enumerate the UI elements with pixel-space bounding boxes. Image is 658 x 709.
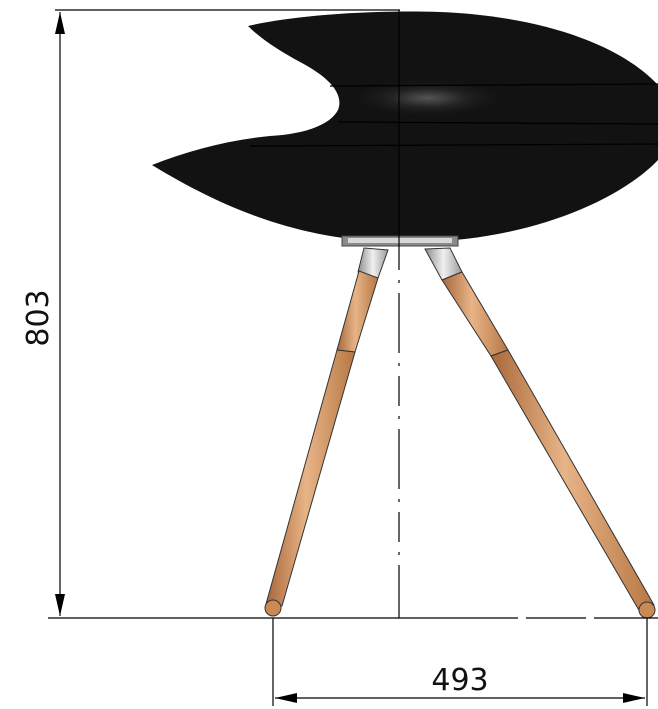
width-dimension-value: 493 xyxy=(431,663,488,698)
height-dimension-value: 803 xyxy=(21,289,56,346)
speaker-seam-lower xyxy=(249,143,658,147)
speaker-seam-upper xyxy=(329,83,658,87)
speaker-seam-middle xyxy=(337,121,658,125)
height-arrow-bottom xyxy=(55,594,65,616)
right-leg xyxy=(424,247,656,619)
width-arrow-right xyxy=(623,693,645,703)
right-leg-wood-lower xyxy=(490,349,655,613)
left-leg-wood-lower xyxy=(265,349,356,607)
speaker-body xyxy=(152,11,658,243)
width-arrow-left xyxy=(275,693,297,703)
left-leg-foot xyxy=(264,599,282,617)
width-dimension: 493 xyxy=(272,618,648,706)
height-dimension: 803 xyxy=(21,9,658,619)
right-leg-wood-upper xyxy=(441,271,509,357)
mount-plate xyxy=(341,235,459,247)
right-leg-foot xyxy=(638,601,656,619)
left-leg xyxy=(264,247,389,617)
left-leg-wood-upper xyxy=(336,270,379,353)
speaker-highlight xyxy=(348,78,508,118)
height-arrow-top xyxy=(55,12,65,34)
speaker-shell xyxy=(152,11,658,243)
